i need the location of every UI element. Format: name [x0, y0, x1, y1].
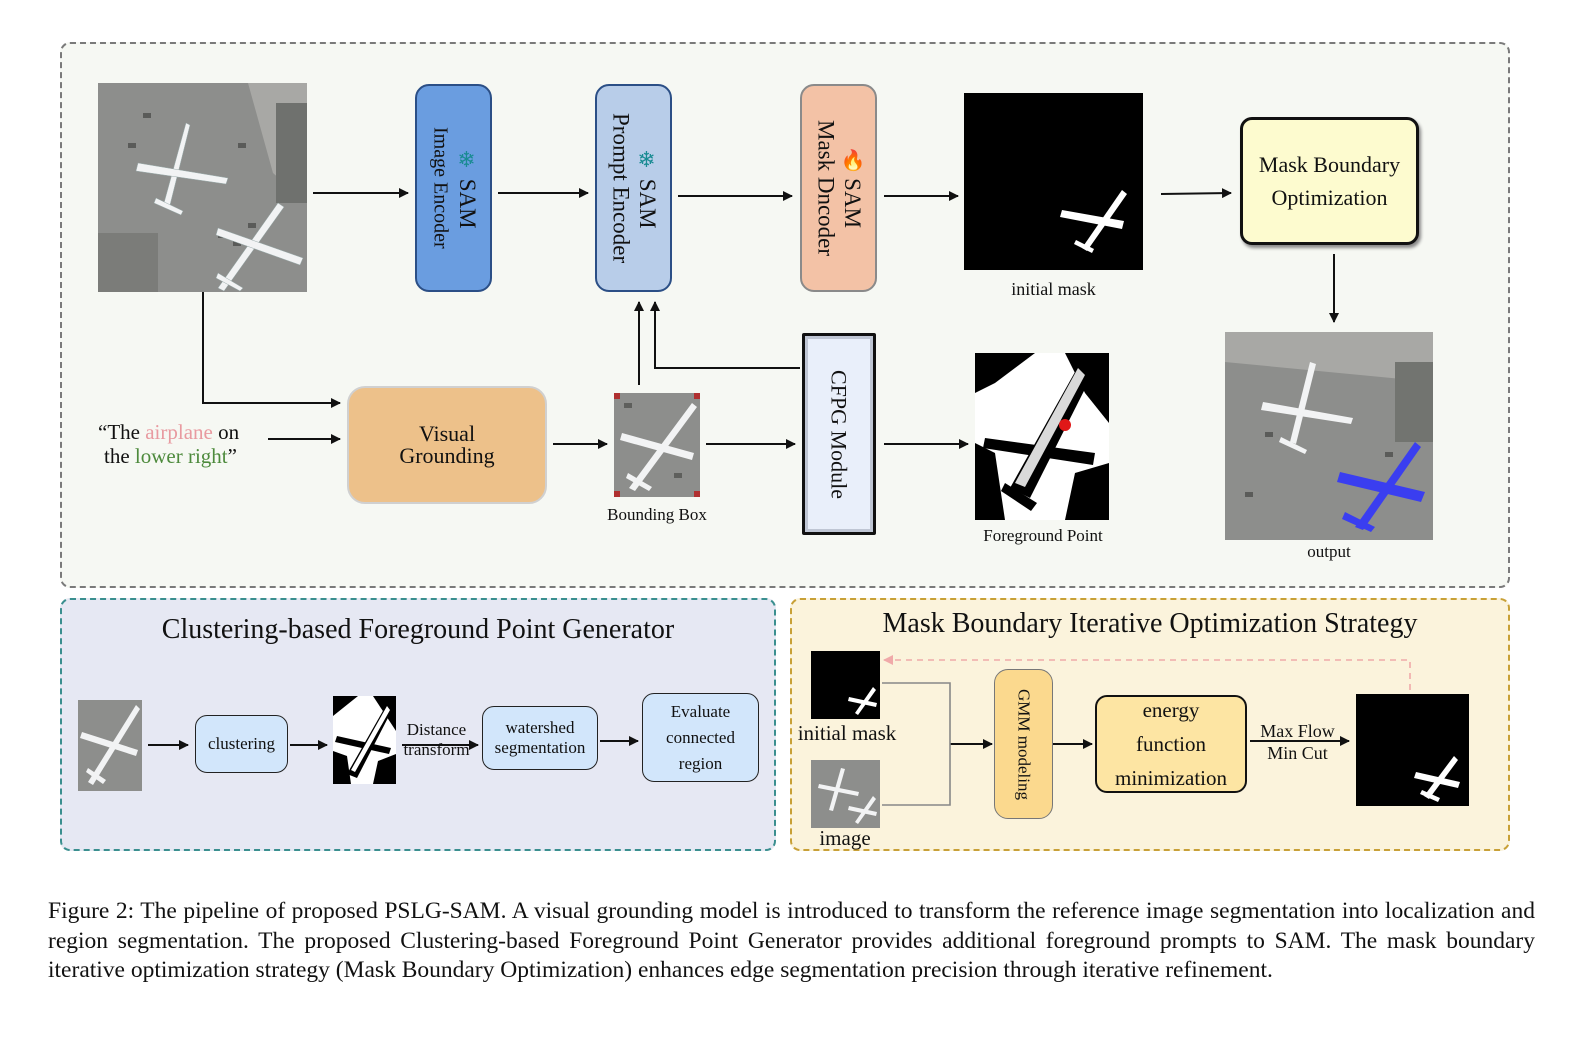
clustering-label: clustering	[207, 733, 276, 753]
watershed-line2: segmentation	[494, 738, 586, 757]
sam-prompt-encoder-box: ❄ SAM Prompt Encoder	[595, 84, 672, 292]
watershed-box: watershed segmentation	[482, 706, 598, 770]
sam-mask-decoder-box: 🔥 SAM Mask Dncoder	[800, 84, 877, 292]
cfpg-module-label: CFPG Module	[826, 369, 852, 499]
evaluate-line3: region	[678, 753, 723, 773]
query-airplane: airplane	[145, 420, 213, 444]
input-aerial-image	[98, 83, 307, 292]
output-image	[1225, 332, 1433, 540]
maxflow-text: Max Flow	[1260, 721, 1335, 741]
cfpg-panel-title: Clustering-based Foreground Point Genera…	[161, 614, 675, 645]
mbio-initial-mask-image	[811, 651, 880, 719]
query-the: the	[104, 444, 135, 468]
visual-grounding-label: Visual Grounding	[399, 421, 495, 468]
sam-mask-decoder-title: SAM	[839, 178, 865, 228]
distance-transform-line2: transform	[403, 740, 470, 759]
fire-icon: 🔥	[840, 147, 863, 173]
sam-prompt-encoder-subtitle: Prompt Encoder	[608, 112, 634, 264]
snowflake-icon: ❄	[634, 147, 660, 173]
cfpg-module-box: CFPG Module	[802, 333, 876, 535]
bounding-box-crop	[614, 393, 700, 497]
mbio-initial-mask-label: initial mask	[797, 721, 897, 745]
query-lower-right: lower right	[134, 444, 228, 468]
foreground-point-image	[975, 353, 1109, 520]
distance-transform-label: Distance transform	[400, 720, 473, 760]
mbio-panel-title: Mask Boundary Iterative Optimization Str…	[882, 608, 1418, 639]
watershed-line1: watershed	[505, 718, 575, 737]
mask-boundary-optimization-label: Mask Boundary Optimization	[1258, 152, 1401, 210]
initial-mask-label: initial mask	[1011, 279, 1096, 299]
foreground-point-marker	[1059, 419, 1071, 431]
gmm-modeling-box: GMM modeling	[994, 669, 1053, 819]
binary-cluster-image	[333, 696, 396, 784]
query-open: “The	[98, 420, 146, 444]
sam-image-encoder-box: ❄ SAM Image Encoder	[415, 84, 492, 292]
energy-line3: minimization	[1115, 766, 1227, 790]
foreground-point-label: Foreground Point	[983, 526, 1103, 545]
energy-minimization-box: energy function minimization	[1095, 695, 1247, 793]
mask-boundary-optimization-box: Mask Boundary Optimization	[1240, 117, 1419, 245]
clustering-box: clustering	[195, 715, 288, 773]
mbio-image-label: image	[819, 826, 871, 850]
output-label: output	[1307, 542, 1351, 561]
sam-image-encoder-title: SAM	[454, 178, 480, 229]
energy-line1: energy	[1142, 698, 1200, 722]
sam-image-encoder-subtitle: Image Encoder	[429, 127, 452, 249]
bounding-box-label: Bounding Box	[607, 505, 707, 524]
query-on: on	[212, 420, 240, 444]
mincut-text: Min Cut	[1267, 743, 1328, 763]
query-close: ”	[227, 444, 237, 468]
cfpg-input-crop	[78, 700, 142, 791]
evaluate-region-box: Evaluate connected region	[642, 693, 759, 782]
snowflake-icon: ❄	[454, 147, 480, 173]
maxflow-mincut-label: Max Flow Min Cut	[1250, 720, 1345, 764]
visual-grounding-box: Visual Grounding	[347, 386, 547, 504]
initial-mask-image	[964, 93, 1143, 270]
energy-line2: function	[1136, 732, 1206, 756]
mbio-input-image	[811, 760, 880, 828]
figure-caption: Figure 2: The pipeline of proposed PSLG-…	[48, 898, 1535, 983]
referring-query: “The airplane on the lower right”	[98, 420, 239, 468]
distance-transform-line1: Distance	[406, 720, 467, 739]
sam-mask-decoder-subtitle: Mask Dncoder	[813, 119, 839, 257]
evaluate-line2: connected	[666, 727, 735, 747]
mbio-result-mask	[1356, 694, 1469, 806]
sam-prompt-encoder-title: SAM	[634, 178, 660, 229]
evaluate-line1: Evaluate	[670, 701, 731, 721]
gmm-modeling-label: GMM modeling	[1014, 688, 1034, 800]
